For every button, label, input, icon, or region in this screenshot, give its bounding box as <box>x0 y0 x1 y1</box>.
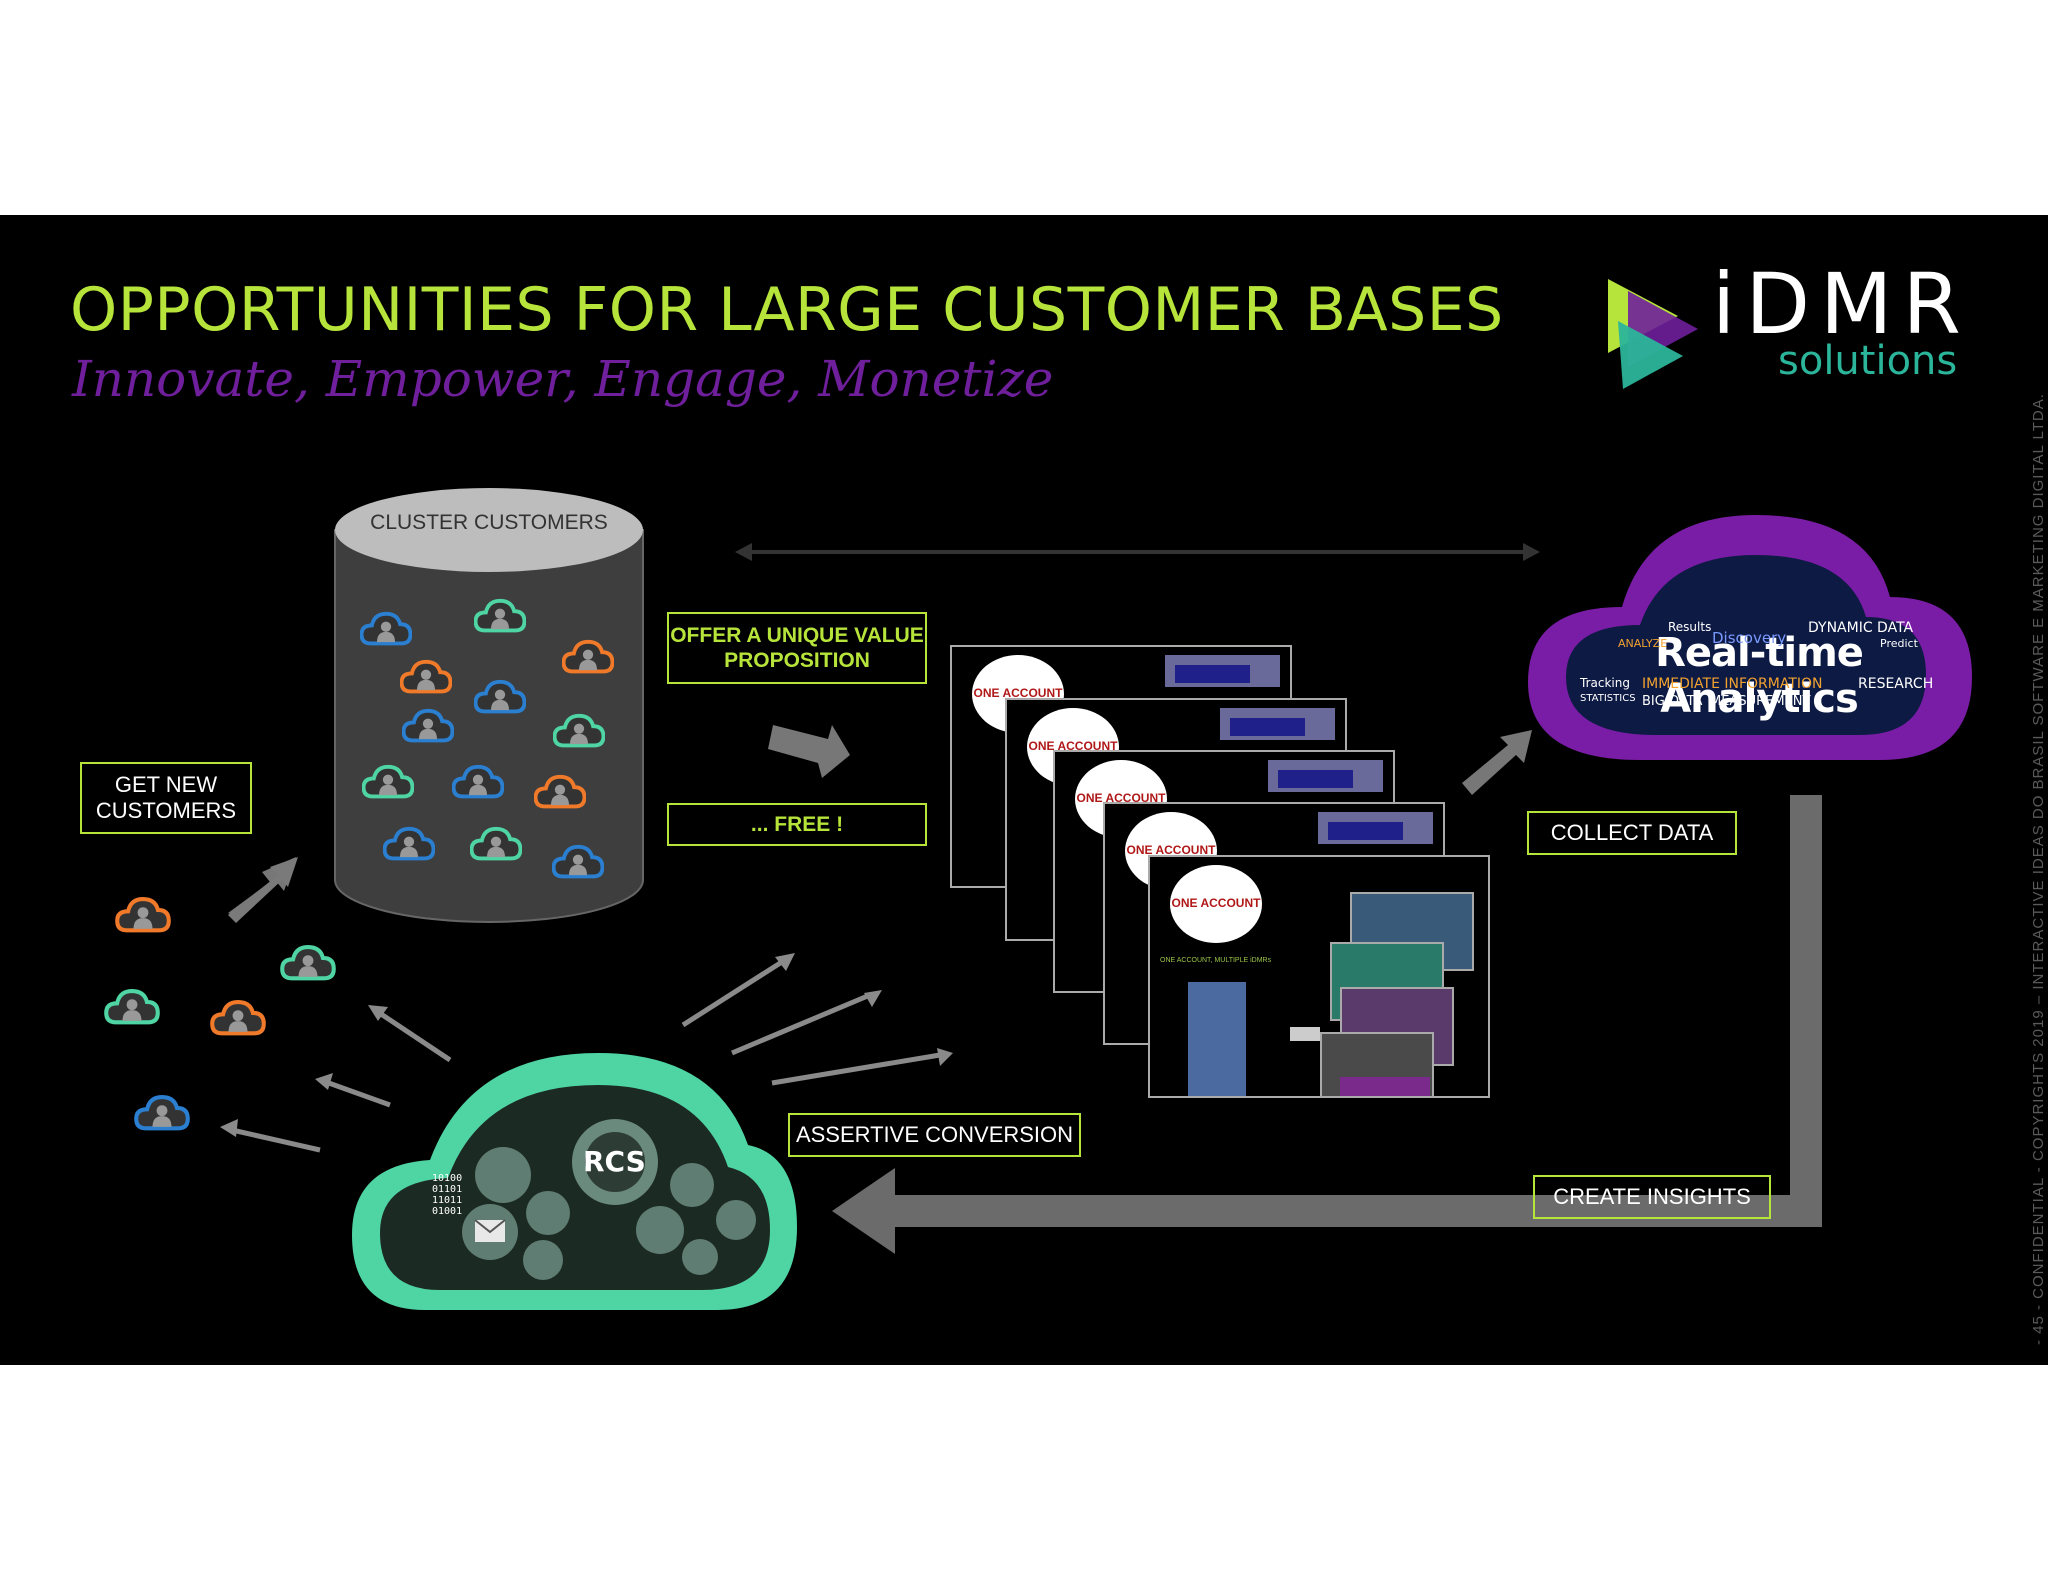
analytics-word: IMMEDIATE INFORMATION <box>1642 676 1823 692</box>
analytics-headline: Real-time Analytics <box>1655 630 1864 722</box>
customer-cloud-icon <box>212 1002 264 1033</box>
analytics-word: BIG DATA <box>1642 694 1703 709</box>
assertive-conversion-label: ASSERTIVE CONVERSION <box>788 1113 1081 1157</box>
create-insights-label: CREATE INSIGHTS <box>1533 1175 1771 1219</box>
logo-tagline: solutions <box>1778 338 1958 384</box>
screens-caption: ONE ACCOUNT, MULTIPLE iDMRs <box>1160 957 1272 964</box>
cluster-customers-label: CLUSTER CUSTOMERS <box>370 511 608 534</box>
customer-cloud-icon <box>282 947 334 978</box>
analytics-word: ANALYZE <box>1618 637 1668 650</box>
analytics-word: Results <box>1668 620 1712 634</box>
customer-cloud-icon <box>117 899 169 930</box>
analytics-word: MEASUREMENT <box>1710 694 1811 709</box>
offer-value-label: OFFER A UNIQUE VALUE PROPOSITION <box>667 612 927 684</box>
analytics-word: Discovery <box>1712 629 1787 647</box>
analytics-word: DYNAMIC DATA <box>1808 620 1914 636</box>
logo-brand: iDMR <box>1712 255 1971 353</box>
insight-arrow-icon <box>832 795 1822 1254</box>
binary-code-text: 10100 01101 11011 01001 <box>432 1173 463 1217</box>
get-new-customers-label: GET NEW CUSTOMERS <box>80 762 252 834</box>
new-customer-icons <box>106 899 334 1128</box>
analytics-cloud <box>1528 515 1972 760</box>
one-account-bubble: ONE ACCOUNT <box>1170 865 1262 943</box>
analytics-word: STATISTICS <box>1580 693 1636 704</box>
free-label: ... FREE ! <box>667 803 927 846</box>
slide-subtitle: Innovate, Empower, Engage, Monetize <box>72 350 1054 408</box>
flow-diagram <box>0 488 1972 1310</box>
double-arrow-icon <box>735 543 1540 561</box>
app-screenshot-front: ONE ACCOUNT ONE ACCOUNT, MULTIPLE iDMRs <box>1148 855 1490 1098</box>
slide: OPPORTUNITIES FOR LARGE CUSTOMER BASES I… <box>0 215 2048 1365</box>
arrow-to-screens-icon <box>768 725 850 778</box>
analytics-word: Predict <box>1880 637 1918 650</box>
collect-data-label: COLLECT DATA <box>1527 811 1737 855</box>
analytics-word: Tracking <box>1580 676 1630 690</box>
arrow-to-analytics-icon <box>1462 730 1532 795</box>
copyright-note: - 45 - CONFIDENTIAL - COPYRIGHTS 2019 – … <box>2030 393 2047 1345</box>
rcs-cloud <box>352 1053 797 1310</box>
customer-cloud-icon <box>136 1097 188 1128</box>
rcs-label: RCS <box>583 1145 646 1178</box>
customer-cloud-icon <box>106 991 158 1022</box>
slide-title: OPPORTUNITIES FOR LARGE CUSTOMER BASES <box>70 275 1504 345</box>
cluster-cylinder <box>334 488 644 923</box>
idmr-logo-icon <box>1608 279 1698 389</box>
analytics-word: RESEARCH <box>1858 676 1934 692</box>
thin-arrows <box>220 953 953 1153</box>
